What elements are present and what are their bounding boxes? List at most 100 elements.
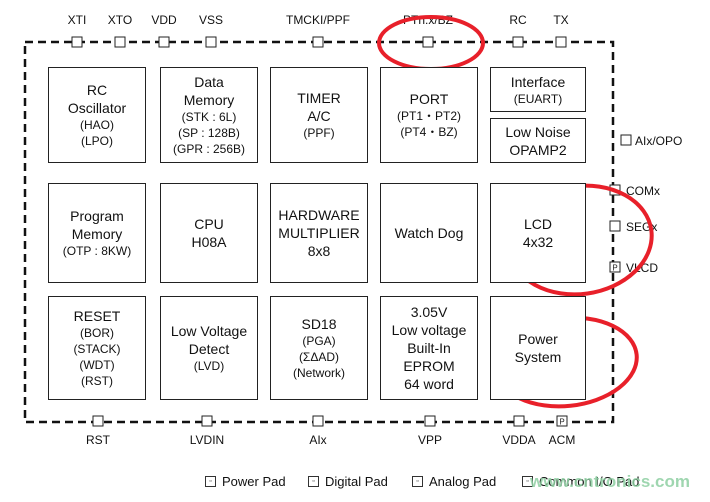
pin-top-pad xyxy=(312,36,324,48)
block-line: EPROM xyxy=(403,358,455,374)
pin-bottom-pad xyxy=(201,415,213,427)
block-line: (BOR) xyxy=(80,326,114,340)
block-line: System xyxy=(514,349,562,365)
block-line: TIMER xyxy=(297,90,341,106)
watchdog-block: Watch Dog xyxy=(380,183,478,283)
power-pad-icon: ▫ xyxy=(205,476,216,487)
pin-top-pad xyxy=(158,36,170,48)
pin-bottom-pad xyxy=(92,415,104,427)
pin-bottom-pad xyxy=(312,415,324,427)
block-line: (LVD) xyxy=(193,359,225,373)
digital-pad-icon: ▫ xyxy=(308,476,319,487)
legend-digital-pad-label: Digital Pad xyxy=(325,474,388,489)
pin-top-pad xyxy=(114,36,126,48)
pin-bottom-label: RST xyxy=(86,433,111,447)
legend-power-pad: ▫ Power Pad xyxy=(205,474,286,489)
block-line: RC xyxy=(86,82,108,98)
port-block: PORT (PT1・PT2) (PT4・BZ) xyxy=(380,67,478,163)
block-line: Watch Dog xyxy=(394,225,464,241)
pin-top-pad xyxy=(422,36,434,48)
block-line: (RST) xyxy=(81,374,113,388)
block-line: LCD xyxy=(523,216,552,232)
watermark: www.cntronics.com xyxy=(530,472,690,491)
pin-top-label: TX xyxy=(553,13,568,27)
pin-top-pad xyxy=(205,36,217,48)
block-line: RESET xyxy=(73,308,121,324)
block-line: (WDT) xyxy=(79,358,115,372)
block-line: Interface xyxy=(510,73,566,90)
block-line: HARDWARE xyxy=(278,207,360,223)
block-line: 4x32 xyxy=(522,234,554,250)
block-line: Low Noise xyxy=(505,123,571,140)
block-line: (HAO) xyxy=(80,118,114,132)
block-line: (PT1・PT2) xyxy=(396,109,461,123)
pin-top-label: TMCKI/PPF xyxy=(286,13,350,27)
block-line: (PGA) xyxy=(302,334,336,348)
block-line: (STK : 6L) xyxy=(181,110,237,124)
legend-analog-pad-label: Analog Pad xyxy=(429,474,497,489)
interface-block: Interface(EUART) xyxy=(490,67,586,112)
pin-bottom-label: LVDIN xyxy=(190,433,224,447)
block-line: OPAMP2 xyxy=(509,141,567,158)
pin-top-pad xyxy=(71,36,83,48)
block-line: (PT4・BZ) xyxy=(400,125,458,139)
pin-right-pad xyxy=(609,220,621,232)
block-line: (PPF) xyxy=(303,126,335,140)
pin-bottom-label: VPP xyxy=(418,433,442,447)
block-line: (EUART) xyxy=(513,91,563,106)
block-line: (OTP : 8KW) xyxy=(62,244,132,258)
reset-block: RESET (BOR) (STACK) (WDT) (RST) xyxy=(48,296,146,400)
pin-right-label: COMx xyxy=(626,184,660,198)
block-line: Memory xyxy=(183,92,235,108)
block-line: 8x8 xyxy=(307,243,331,259)
pin-right-pad xyxy=(620,134,632,146)
pin-bottom-pad xyxy=(556,415,568,427)
sd18-block: SD18 (PGA) (ΣΔAD) (Network) xyxy=(270,296,368,400)
block-line: (STACK) xyxy=(73,342,121,356)
pin-top-label: XTO xyxy=(108,13,132,27)
pin-right-label: AIx/OPO xyxy=(635,134,682,148)
block-line: Oscillator xyxy=(67,100,127,116)
legend-common-pad-label: Common I/O Pad xyxy=(539,474,640,489)
block-line: MULTIPLIER xyxy=(278,225,360,241)
block-line: (ΣΔAD) xyxy=(298,350,340,364)
block-line: Detect xyxy=(188,341,230,357)
pin-bottom-pad xyxy=(424,415,436,427)
rc-oscillator-block: RC Oscillator (HAO) (LPO) xyxy=(48,67,146,163)
pin-top-label: VDD xyxy=(151,13,177,27)
pad-mark: P xyxy=(559,418,564,427)
block-line: CPU xyxy=(194,216,224,232)
block-line: PORT xyxy=(409,91,449,107)
block-line: (SP : 128B) xyxy=(178,126,240,140)
block-line: (LPO) xyxy=(80,134,113,148)
pin-top-pad xyxy=(555,36,567,48)
block-line: Data xyxy=(194,74,224,90)
pin-bottom-label: AIx xyxy=(309,433,326,447)
pin-top-label: VSS xyxy=(199,13,223,27)
block-line: SD18 xyxy=(301,316,337,332)
multiplier-block: HARDWARE MULTIPLIER 8x8 xyxy=(270,183,368,283)
legend-power-pad-label: Power Pad xyxy=(222,474,286,489)
pin-right-pad xyxy=(609,261,621,273)
block-line: (GPR : 256B) xyxy=(172,142,246,156)
pin-top-label: RC xyxy=(509,13,527,27)
analog-pad-icon: ▫ xyxy=(412,476,423,487)
legend-common-pad: ▫ Common I/O Pad xyxy=(522,474,639,489)
pin-bottom-pad xyxy=(513,415,525,427)
block-line: Built-In xyxy=(407,340,451,356)
block-line: Power xyxy=(518,331,558,347)
pad-mark: P xyxy=(612,264,617,273)
block-line: Low Voltage xyxy=(170,323,248,339)
block-line: Program xyxy=(70,208,124,224)
lcd-block: LCD 4x32 xyxy=(490,183,586,283)
legend-digital-pad: ▫ Digital Pad xyxy=(308,474,388,489)
block-line: 64 word xyxy=(404,376,454,392)
block-line: (Network) xyxy=(292,366,345,380)
legend-analog-pad: ▫ Analog Pad xyxy=(412,474,496,489)
